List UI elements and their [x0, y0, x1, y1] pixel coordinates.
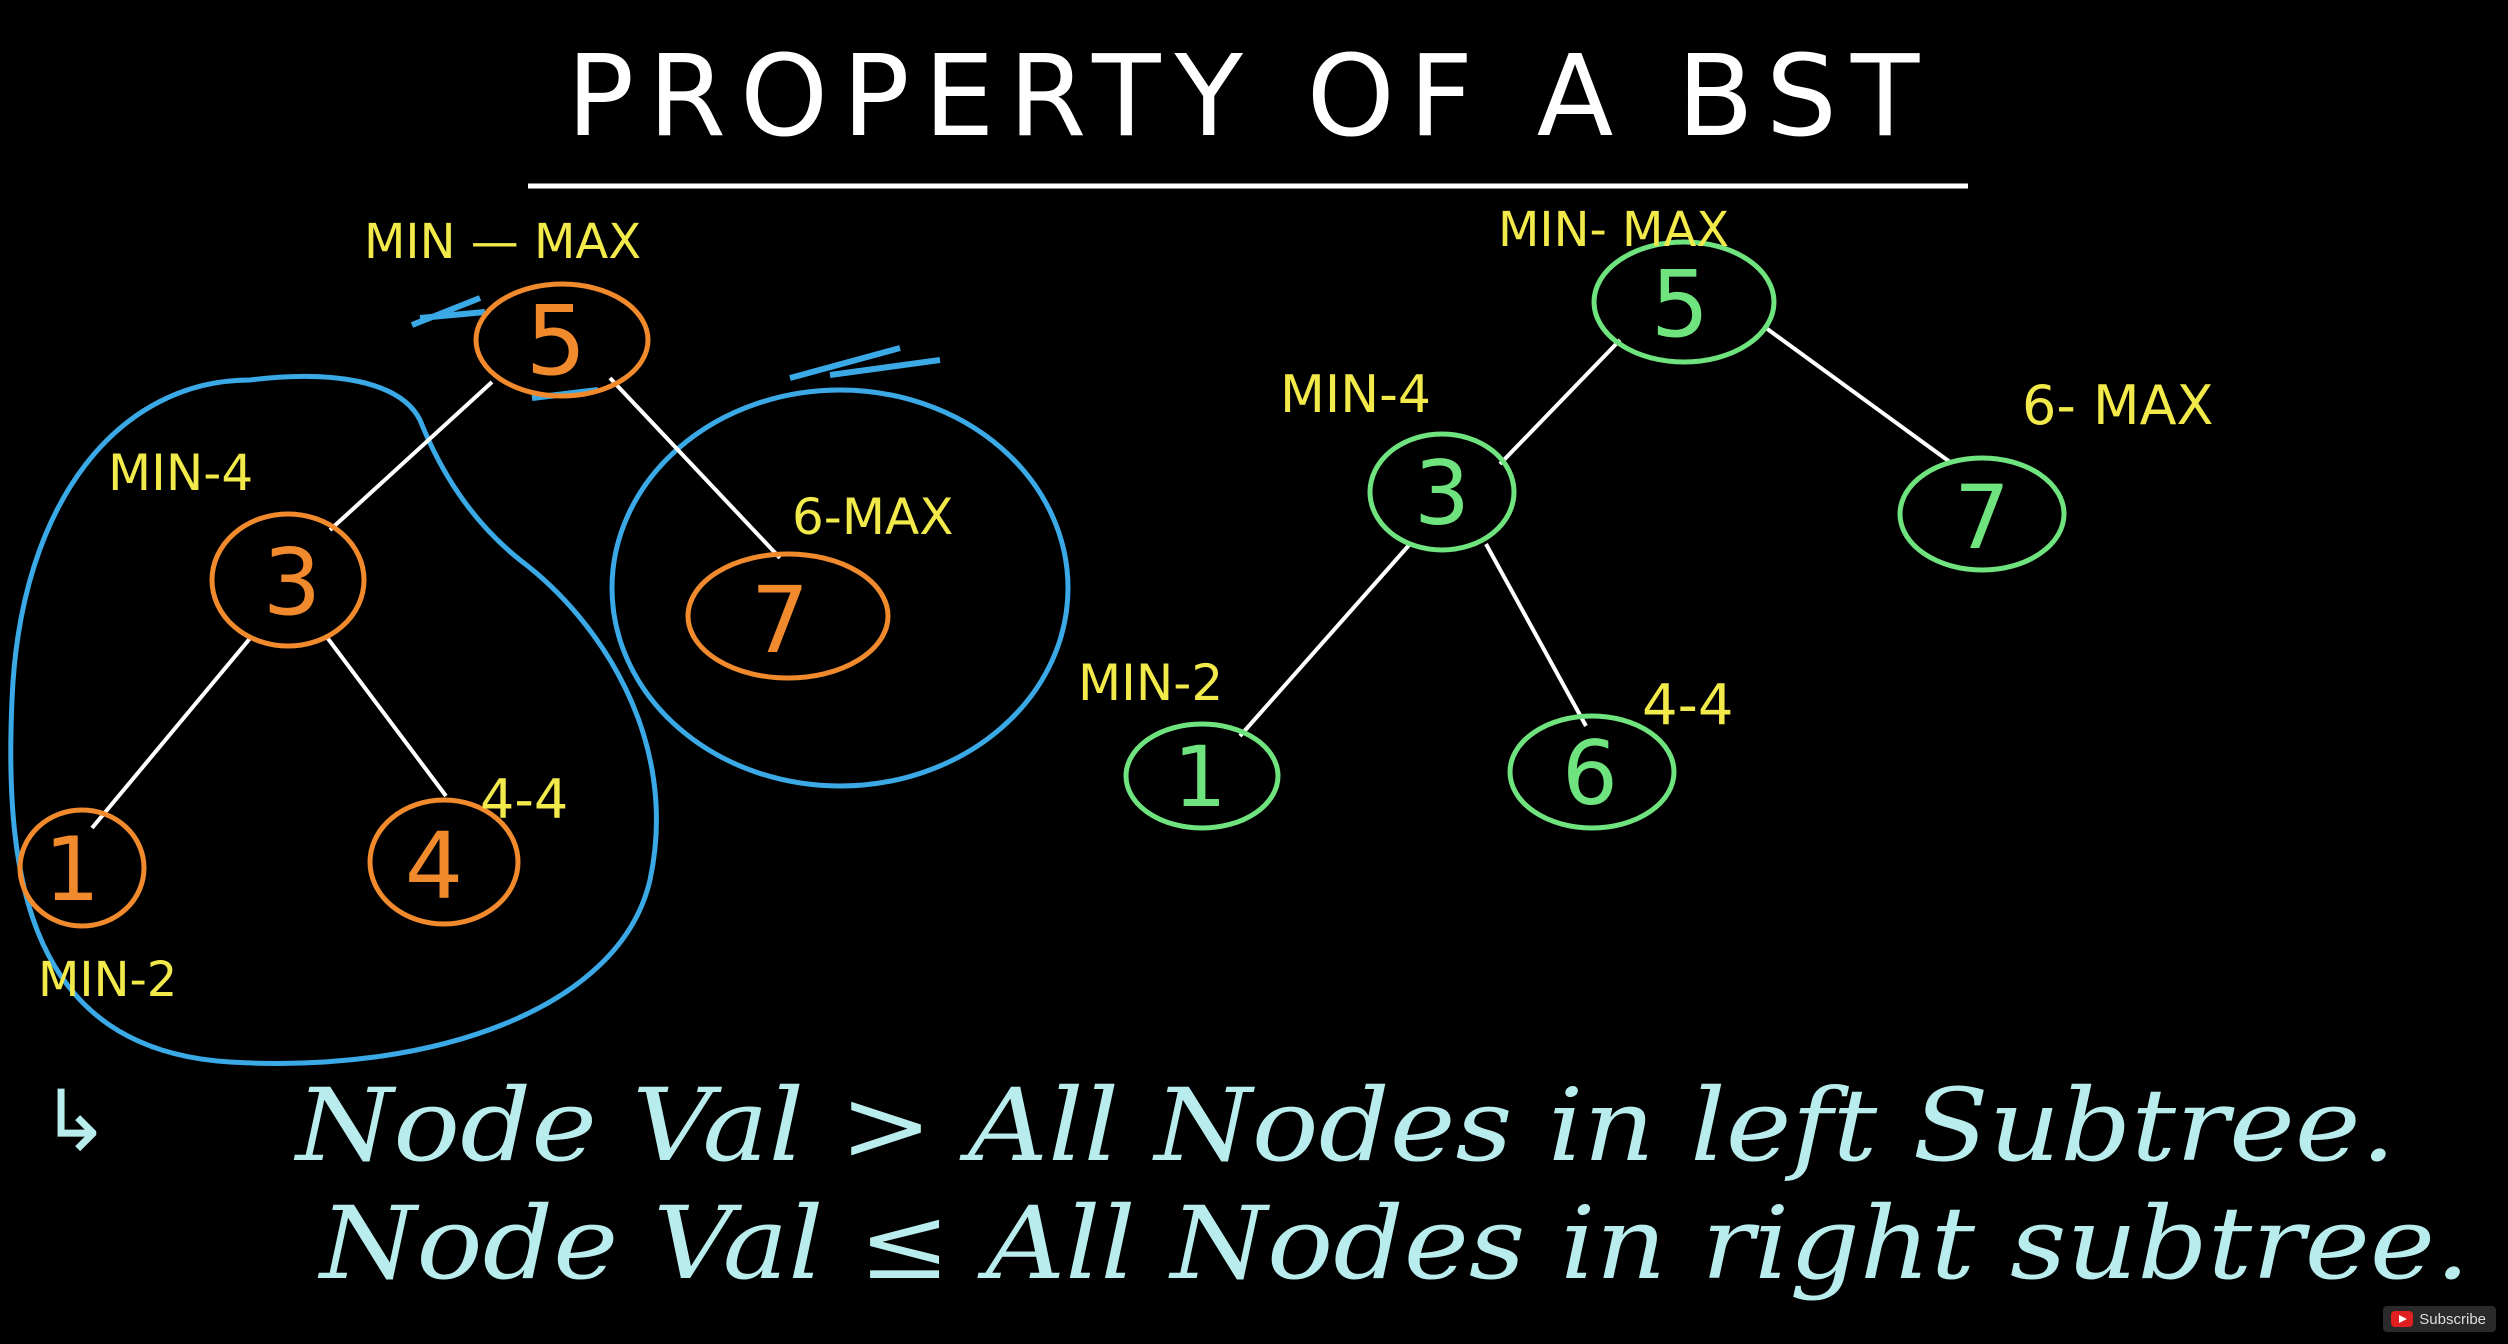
node-range-label: 6-MAX [792, 488, 953, 546]
left-tick-mark [410, 295, 486, 328]
rule-line-right: Node Val ≤ All Nodes in right subtree. [318, 1185, 2470, 1302]
tree-node: 5 [1591, 239, 1777, 365]
svg-text:3: 3 [263, 529, 322, 636]
edge-3-4 [324, 634, 448, 798]
svg-text:4: 4 [405, 813, 464, 920]
subscribe-button[interactable]: Subscribe [2383, 1306, 2496, 1332]
page-title: PROPERTY OF A BST [567, 32, 1934, 162]
tree-node: 1 [17, 807, 147, 929]
edge-3-6 [1484, 543, 1588, 727]
node-range-label: 4-4 [480, 768, 568, 831]
svg-text:1: 1 [1173, 728, 1226, 826]
rule-line-left: Node Val > All Nodes in left Subtree. [294, 1067, 2396, 1184]
tree-node: 7 [1897, 455, 2067, 573]
edge-5-7 [608, 376, 782, 560]
youtube-play-icon [2391, 1311, 2414, 1327]
right-tree: 5 3 7 1 6 MIN- MAX MIN-4 6- MAX MIN-2 4-… [1078, 202, 2214, 831]
edge-3-1 [90, 634, 254, 830]
edge-5-3 [328, 380, 494, 532]
node-range-label: MIN-2 [38, 952, 177, 1008]
tree-node: 3 [209, 511, 367, 649]
tree-node: 3 [1367, 431, 1517, 553]
tree-node: 6 [1507, 713, 1677, 831]
edge-5-7 [1764, 326, 1952, 464]
right-tick-mark [789, 345, 941, 381]
svg-text:3: 3 [1414, 442, 1470, 545]
node-range-label: 4-4 [1642, 673, 1733, 738]
left-tree: 5 3 7 1 4 MIN — MAX MIN-4 6-MAX MIN-2 4-… [8, 214, 1071, 1066]
note-arrow: ↳ [40, 1072, 110, 1170]
node-range-label: MIN-4 [108, 444, 253, 502]
left-subtree-circle [8, 373, 659, 1066]
svg-text:6: 6 [1562, 722, 1618, 825]
tree-node: 1 [1123, 721, 1281, 831]
subscribe-label: Subscribe [2419, 1310, 2486, 1328]
node-range-label: MIN-4 [1280, 365, 1431, 425]
node-range-label: 6- MAX [2022, 374, 2214, 437]
svg-text:5: 5 [1651, 251, 1710, 358]
svg-text:5: 5 [525, 285, 586, 397]
tree-node: 7 [685, 551, 891, 681]
node-range-label: MIN- MAX [1498, 202, 1729, 258]
node-range-label: MIN-2 [1078, 654, 1223, 712]
svg-text:7: 7 [1954, 466, 2010, 569]
right-subtree-circle [609, 387, 1071, 789]
tree-node: 5 [473, 281, 651, 399]
tree-node: 4 [367, 797, 521, 927]
svg-text:7: 7 [751, 567, 810, 674]
node-range-label: MIN — MAX [364, 214, 641, 270]
edge-3-1 [1238, 542, 1412, 738]
edge-5-3 [1498, 338, 1622, 466]
svg-text:1: 1 [44, 818, 100, 921]
